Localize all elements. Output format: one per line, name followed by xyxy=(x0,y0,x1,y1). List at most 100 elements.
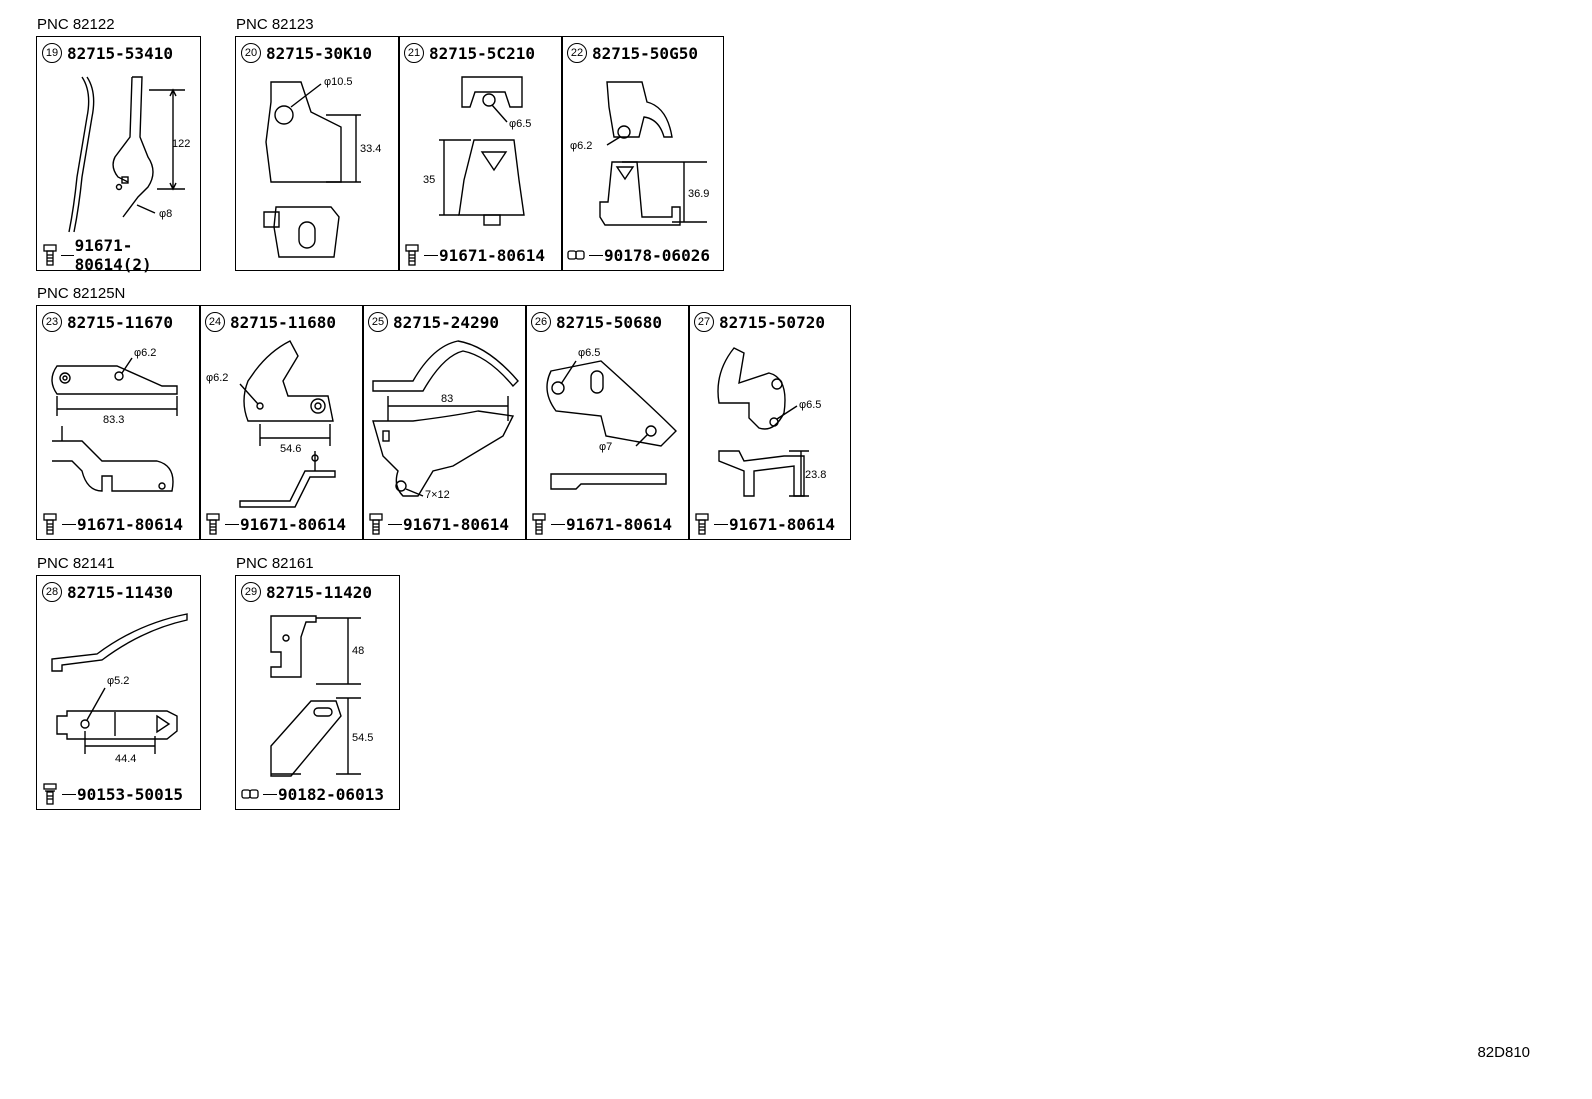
leader-line xyxy=(60,254,74,256)
dimension-label: 35 xyxy=(423,174,435,186)
pnc-label: PNC 82122 xyxy=(37,16,115,33)
dimension-label: 54.5 xyxy=(352,732,373,744)
nut-icon xyxy=(241,789,259,799)
dimension-label: φ5.2 xyxy=(107,675,129,687)
bolt-icon xyxy=(206,513,220,535)
dimension-label: 33.4 xyxy=(360,143,381,155)
pnc-label: PNC 82125N xyxy=(37,285,126,302)
fastener-row: 91671-80614 xyxy=(403,243,545,267)
fastener-row: 91671-80614 xyxy=(41,512,183,536)
dimension-label: φ6.5 xyxy=(799,399,821,411)
leader-line xyxy=(714,523,728,525)
dimension-label: 23.8 xyxy=(805,469,826,481)
bolt-icon xyxy=(405,244,419,266)
fastener-number: 91671-80614 xyxy=(77,514,183,534)
bracket-drawing: φ6.2 36.9 xyxy=(570,81,709,226)
part-number: 82715-11420 xyxy=(266,582,372,602)
part-cell[interactable]: 22 82715-50G50 φ6.2 36.9 90178-06026 xyxy=(561,36,724,271)
bracket-drawing: 122 φ8 xyxy=(68,76,190,233)
part-cell[interactable]: 29 82715-11420 48 54.5 90182-06013 xyxy=(235,575,400,810)
part-cell[interactable]: 28 82715-11430 φ5.2 44.4 90153-50015 xyxy=(36,575,201,810)
part-cell[interactable]: 19 82715-53410 122 φ8 91671-80614(2) xyxy=(36,36,201,274)
fastener-row: 91671-80614 xyxy=(693,512,835,536)
fastener-number: 91671-80614 xyxy=(566,514,672,534)
part-title: 24 82715-11680 xyxy=(205,310,336,334)
bracket-drawing: φ10.5 33.4 xyxy=(263,76,381,258)
dimension-label: φ6.2 xyxy=(134,347,156,359)
dimension-label: 48 xyxy=(352,645,364,657)
fastener-number: 91671-80614 xyxy=(403,514,509,534)
part-cell[interactable]: 25 82715-24290 83 7×12 91671-80614 xyxy=(362,305,527,540)
fastener-number: 91671-80614 xyxy=(729,514,835,534)
bolt-icon xyxy=(532,513,546,535)
fastener-row: 90178-06026 xyxy=(566,243,710,267)
dimension-label: 44.4 xyxy=(115,753,136,765)
dimension-label: φ6.5 xyxy=(509,118,531,130)
fastener-number: 91671-80614(2) xyxy=(74,236,152,274)
dimension-label: φ10.5 xyxy=(324,76,353,88)
dimension-label: 83.3 xyxy=(103,414,124,426)
index-circle: 21 xyxy=(404,43,424,63)
part-number: 82715-11430 xyxy=(67,582,173,602)
fastener-number: 91671-80614 xyxy=(439,245,545,265)
dimension-label: 122 xyxy=(172,138,190,150)
part-title: 29 82715-11420 xyxy=(241,580,372,604)
leader-line xyxy=(62,793,76,795)
part-number: 82715-50680 xyxy=(556,312,662,332)
part-number: 82715-50720 xyxy=(719,312,825,332)
dimension-label: φ6.2 xyxy=(570,140,592,152)
part-cell[interactable]: 27 82715-50720 φ6.5 23.8 91671-80614 xyxy=(688,305,851,540)
part-number: 82715-11680 xyxy=(230,312,336,332)
fastener-row: 91671-80614 xyxy=(204,512,346,536)
part-cell[interactable]: 21 82715-5C210 φ6.5 35 91671-80614 xyxy=(398,36,563,271)
index-circle: 23 xyxy=(42,312,62,332)
part-cell[interactable]: 20 82715-30K10 φ10.5 33.4 xyxy=(235,36,400,271)
bolt-icon xyxy=(43,513,57,535)
dimension-label: φ7 xyxy=(599,441,612,453)
leader-line xyxy=(62,523,76,525)
part-number: 82715-24290 xyxy=(393,312,499,332)
pnc-label: PNC 82161 xyxy=(236,555,314,572)
fastener-number: 90178-06026 xyxy=(604,245,710,265)
bolt-icon xyxy=(695,513,709,535)
bracket-drawing: φ6.2 83.3 xyxy=(51,347,178,492)
part-title: 23 82715-11670 xyxy=(42,310,173,334)
fastener-row: 90153-50015 xyxy=(41,782,183,806)
pnc-label: PNC 82123 xyxy=(236,16,314,33)
leader-line xyxy=(551,523,565,525)
leader-line xyxy=(388,523,402,525)
bolt-icon xyxy=(43,244,57,266)
fastener-row: 91671-80614 xyxy=(367,512,509,536)
part-cell[interactable]: 23 82715-11670 φ6.2 83.3 91671-80614 xyxy=(36,305,201,540)
bolt-icon xyxy=(369,513,383,535)
part-title: 25 82715-24290 xyxy=(368,310,499,334)
part-title: 21 82715-5C210 xyxy=(404,41,535,65)
part-number: 82715-53410 xyxy=(67,43,173,63)
fastener-row: 90182-06013 xyxy=(240,782,384,806)
fastener-number: 91671-80614 xyxy=(240,514,346,534)
index-circle: 20 xyxy=(241,43,261,63)
index-circle: 25 xyxy=(368,312,388,332)
part-title: 19 82715-53410 xyxy=(42,41,173,65)
bracket-drawing: φ6.5 φ7 xyxy=(546,347,677,490)
bracket-drawing: φ6.5 23.8 xyxy=(717,347,826,497)
part-number: 82715-11670 xyxy=(67,312,173,332)
dimension-label: φ8 xyxy=(159,208,172,220)
part-title: 26 82715-50680 xyxy=(531,310,662,334)
bracket-drawing: φ5.2 44.4 xyxy=(51,613,188,765)
leader-line xyxy=(424,254,438,256)
diagram-code: 82D810 xyxy=(1477,1044,1530,1061)
part-title: 20 82715-30K10 xyxy=(241,41,372,65)
fastener-row: 91671-80614 xyxy=(530,512,672,536)
dimension-label: 7×12 xyxy=(425,489,450,501)
part-cell[interactable]: 26 82715-50680 φ6.5 φ7 91671-80614 xyxy=(525,305,690,540)
dimension-label: 83 xyxy=(441,393,453,405)
dimension-label: 54.6 xyxy=(280,443,301,455)
part-cell[interactable]: 24 82715-11680 φ6.2 54.6 91671-80614 xyxy=(199,305,364,540)
leader-line xyxy=(225,523,239,525)
fastener-number: 90182-06013 xyxy=(278,784,384,804)
bracket-drawing: 83 7×12 xyxy=(372,340,519,501)
nut-icon xyxy=(567,250,585,260)
leader-line xyxy=(589,254,603,256)
bracket-drawing: 48 54.5 xyxy=(270,615,373,777)
